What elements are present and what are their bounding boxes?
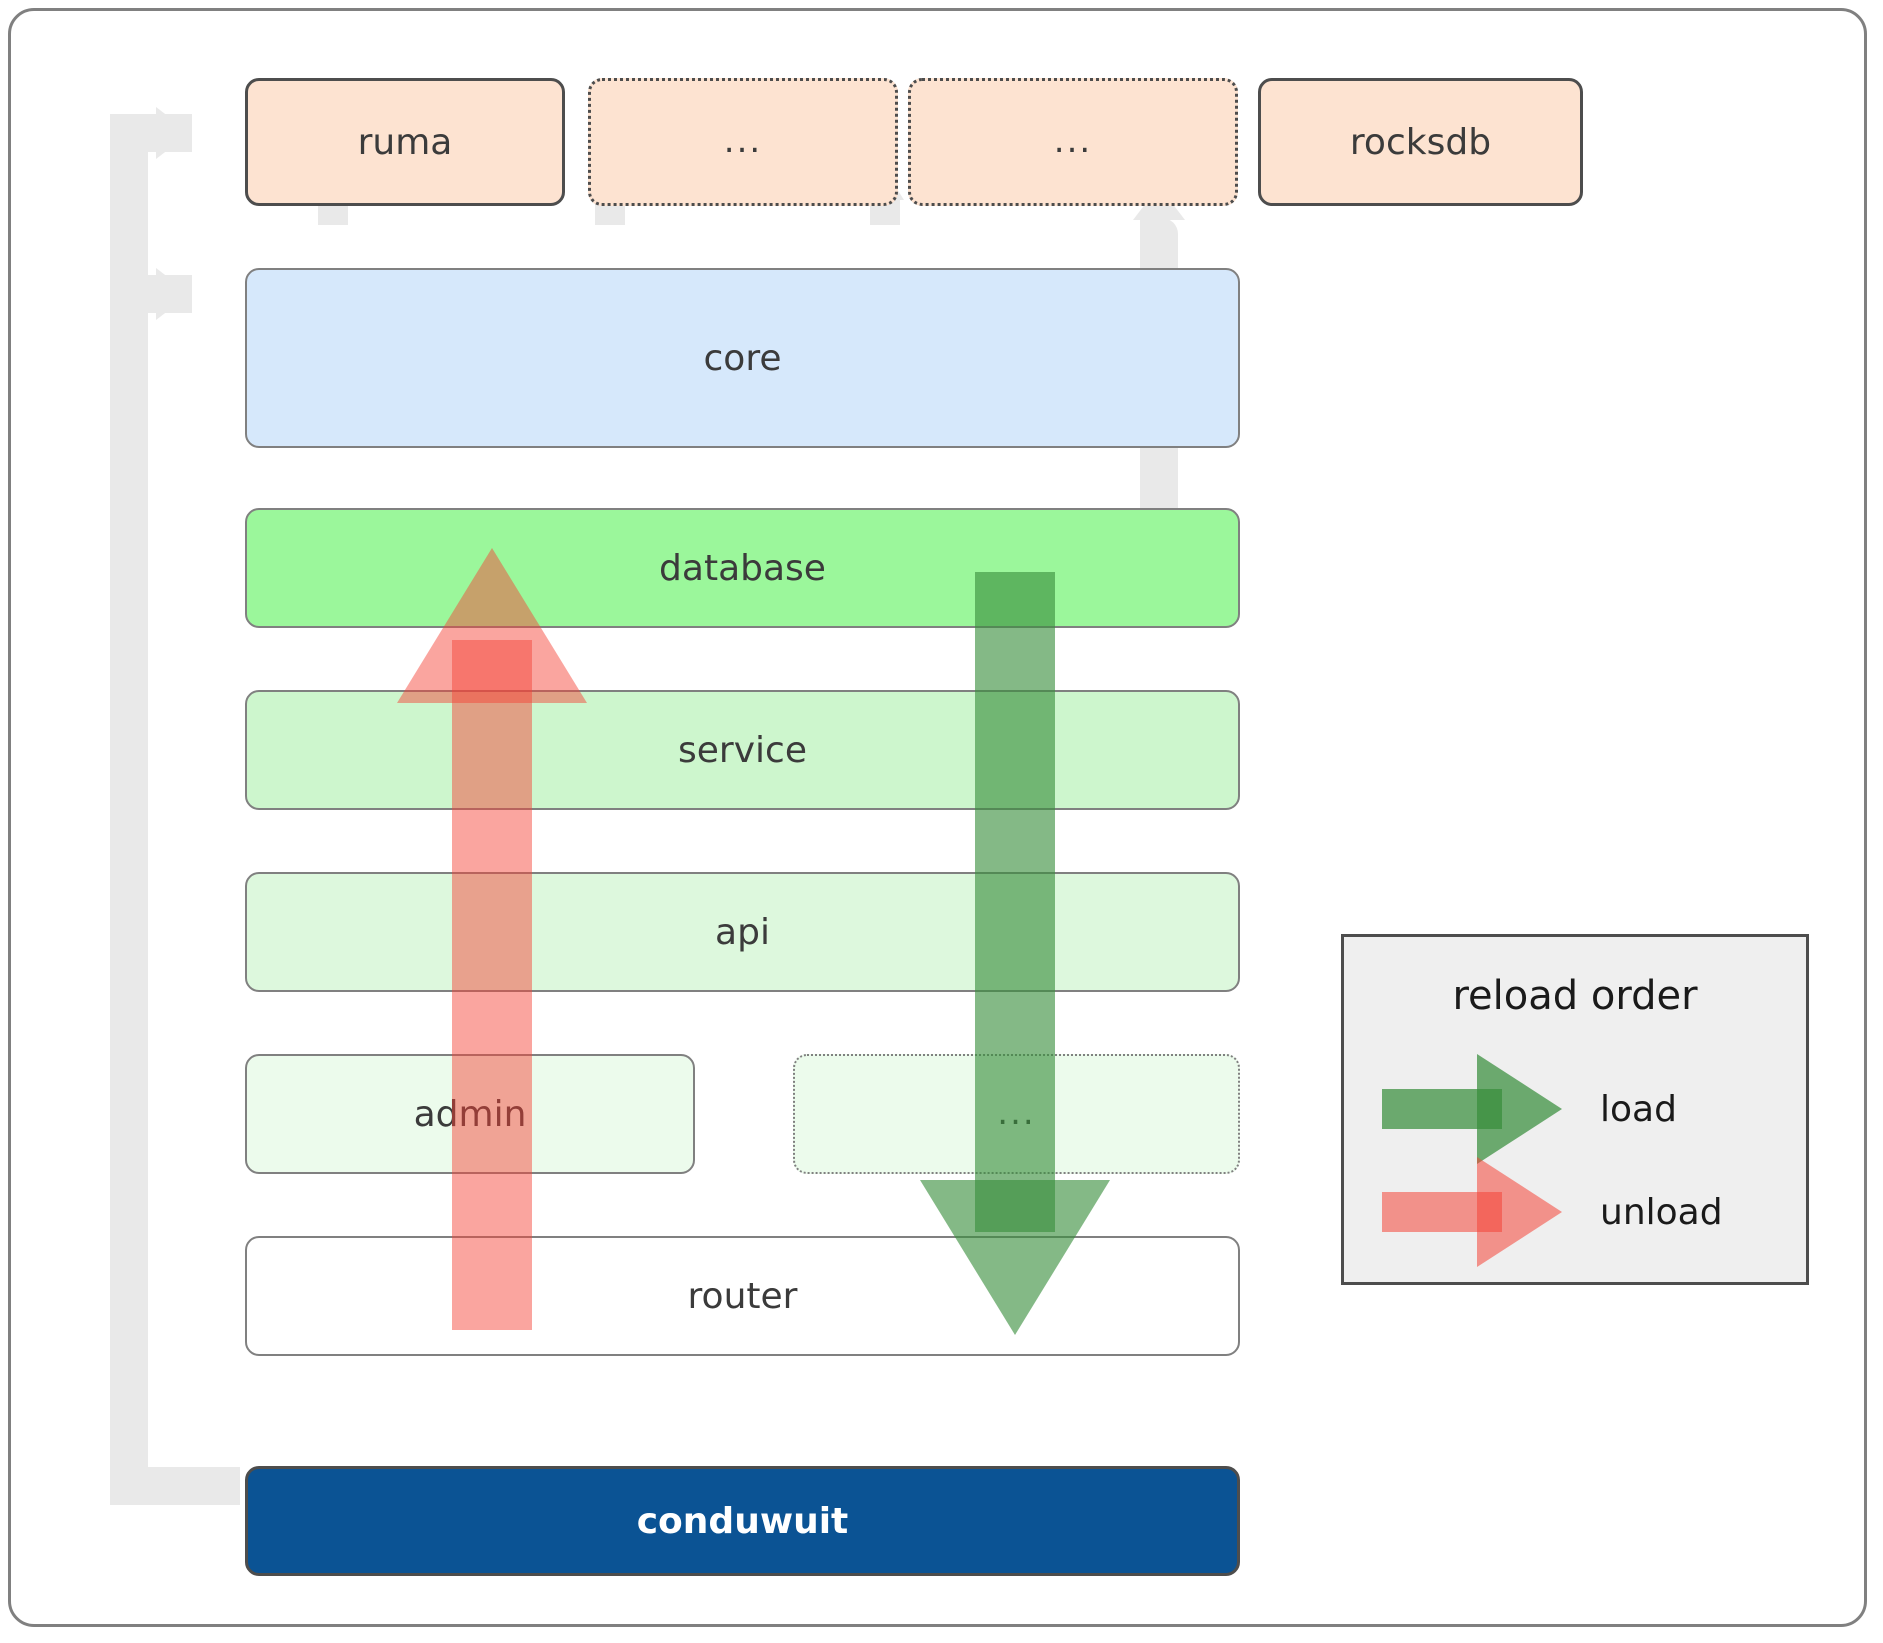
layer-label-router: router bbox=[687, 1275, 798, 1317]
legend-label-load: load bbox=[1600, 1088, 1677, 1130]
layer-box-service[interactable]: service bbox=[245, 690, 1240, 810]
layer-box-core[interactable]: core bbox=[245, 268, 1240, 448]
connector-arrowhead-ruma bbox=[156, 107, 190, 159]
layer-label-database: database bbox=[659, 547, 826, 589]
layer-label-api: api bbox=[715, 911, 770, 953]
legend-unload-arrow-icon bbox=[1382, 1157, 1562, 1267]
layer-box-api[interactable]: api bbox=[245, 872, 1240, 992]
connector-arrowhead-core bbox=[156, 268, 190, 320]
dependency-label-more-1: ... bbox=[723, 121, 763, 162]
layer-box-admin[interactable]: admin bbox=[245, 1054, 695, 1174]
layer-box-database[interactable]: database bbox=[245, 508, 1240, 628]
binary-box-conduwuit[interactable]: conduwuit bbox=[245, 1466, 1240, 1576]
layer-box-more[interactable]: ... bbox=[793, 1054, 1240, 1174]
legend-row-load: load bbox=[1382, 1054, 1677, 1164]
layer-label-service: service bbox=[678, 729, 807, 771]
legend-label-unload: unload bbox=[1600, 1191, 1723, 1233]
connector-spine-vertical bbox=[110, 130, 148, 1505]
connector-to-conduwuit bbox=[110, 1467, 240, 1505]
layer-label-admin: admin bbox=[413, 1093, 527, 1135]
dependency-box-ruma[interactable]: ruma bbox=[245, 78, 565, 206]
layer-label-core: core bbox=[703, 337, 782, 379]
legend-load-arrow-icon bbox=[1382, 1054, 1562, 1164]
dependency-label-more-2: ... bbox=[1053, 121, 1093, 162]
dependency-box-more-1[interactable]: ... bbox=[588, 78, 898, 206]
dependency-label-ruma: ruma bbox=[357, 121, 453, 163]
diagram-frame bbox=[8, 8, 1867, 1627]
layer-box-router[interactable]: router bbox=[245, 1236, 1240, 1356]
legend-title: reload order bbox=[1452, 973, 1698, 1019]
dependency-label-rocksdb: rocksdb bbox=[1349, 121, 1492, 163]
dependency-box-more-2[interactable]: ... bbox=[908, 78, 1238, 206]
legend-panel: reload order load unload bbox=[1341, 934, 1809, 1285]
binary-label-conduwuit: conduwuit bbox=[636, 1500, 849, 1542]
layer-label-more: ... bbox=[997, 1093, 1036, 1134]
dependency-box-rocksdb[interactable]: rocksdb bbox=[1258, 78, 1583, 206]
legend-row-unload: unload bbox=[1382, 1157, 1723, 1267]
